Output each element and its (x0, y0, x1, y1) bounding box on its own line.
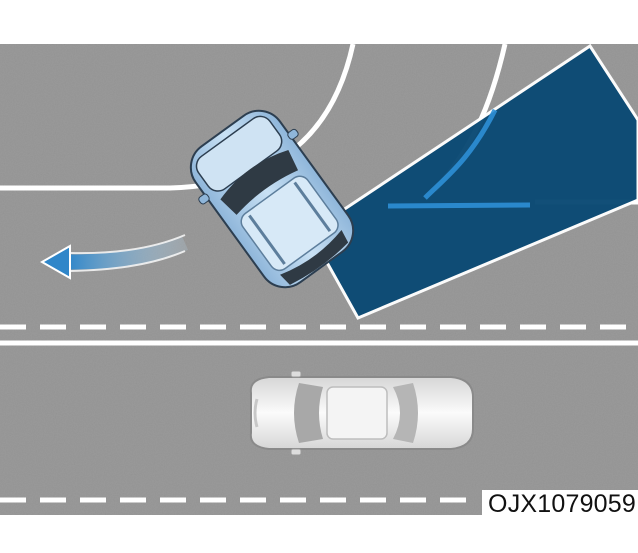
figure-code: OJX1079059 (482, 490, 638, 518)
suv-top-view-icon (189, 109, 355, 289)
curved-arrow-left-icon (39, 234, 188, 280)
detection-zone (308, 43, 638, 320)
sedan-top-view-icon (249, 370, 474, 456)
lane-dividers (0, 324, 638, 503)
